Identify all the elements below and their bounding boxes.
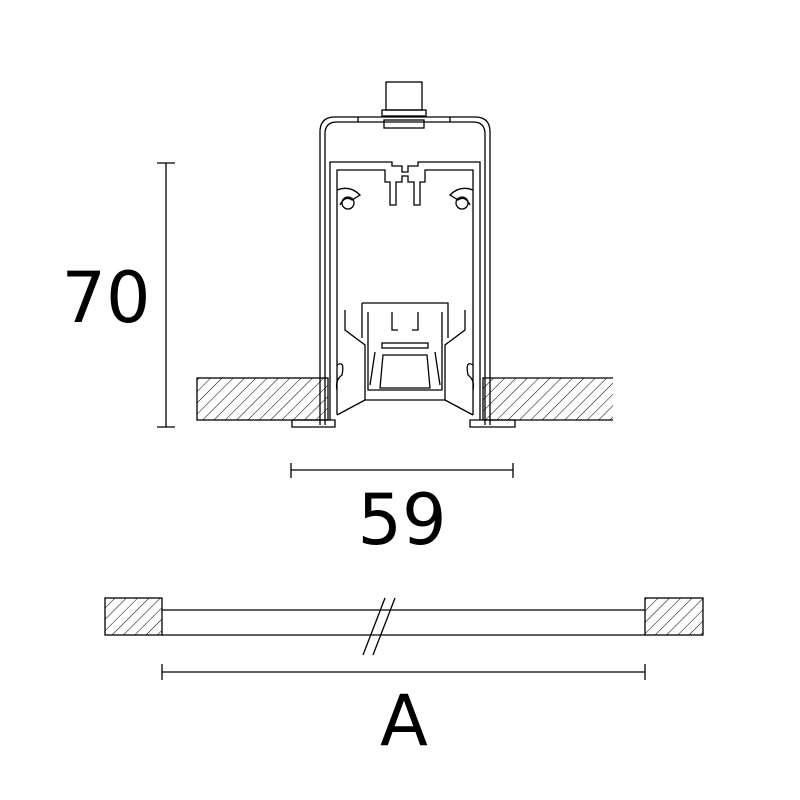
length-label: A [380,680,428,762]
width-label: 59 [357,479,446,561]
height-label: 70 [61,257,150,339]
plan-view [104,597,704,656]
profile-housing [291,116,516,428]
dimension-width [290,463,514,478]
ceiling-section-left [196,377,329,421]
connector [381,81,427,129]
dimension-length [161,664,646,680]
ceiling-section-right [482,377,613,421]
break-mark [362,597,386,656]
dimension-height [157,162,175,428]
